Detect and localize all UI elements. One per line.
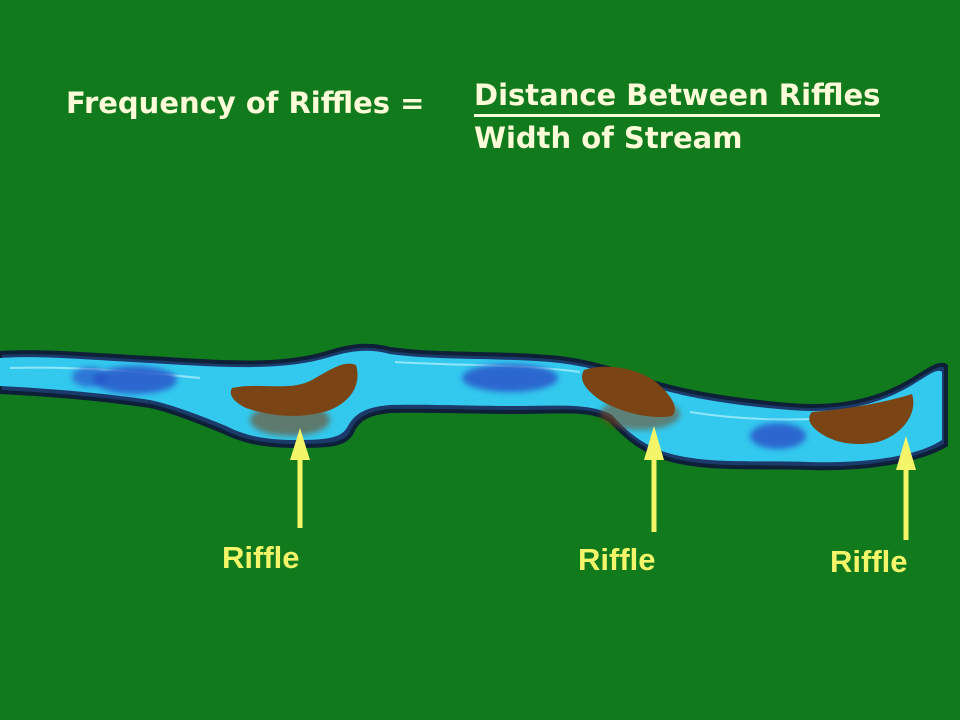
riffle-speckle xyxy=(250,404,330,436)
formula-numerator: Distance Between Riffles xyxy=(474,78,881,117)
formula-denominator: Width of Stream xyxy=(474,121,743,155)
pool xyxy=(750,423,806,449)
riffle-label-1: Riffle xyxy=(222,540,300,575)
arrow-2 xyxy=(644,426,664,532)
pool-regions xyxy=(72,364,806,449)
riffle-speckle xyxy=(600,398,680,430)
riffle-regions xyxy=(230,363,914,445)
pool xyxy=(93,366,177,394)
formula-lhs: Frequency of Riffles = xyxy=(66,86,425,120)
arrow-1 xyxy=(290,428,310,528)
riffle-area xyxy=(809,394,914,445)
arrow-3 xyxy=(896,436,916,540)
riffle-area xyxy=(230,363,358,416)
riffle-label-3: Riffle xyxy=(830,544,908,579)
formula-fraction: Distance Between Riffles Width of Stream xyxy=(474,78,881,155)
riffle-label-2: Riffle xyxy=(578,542,656,577)
pool xyxy=(462,364,558,392)
riffle-arrows xyxy=(290,426,916,540)
pool xyxy=(72,367,108,387)
stream-water xyxy=(0,350,942,463)
